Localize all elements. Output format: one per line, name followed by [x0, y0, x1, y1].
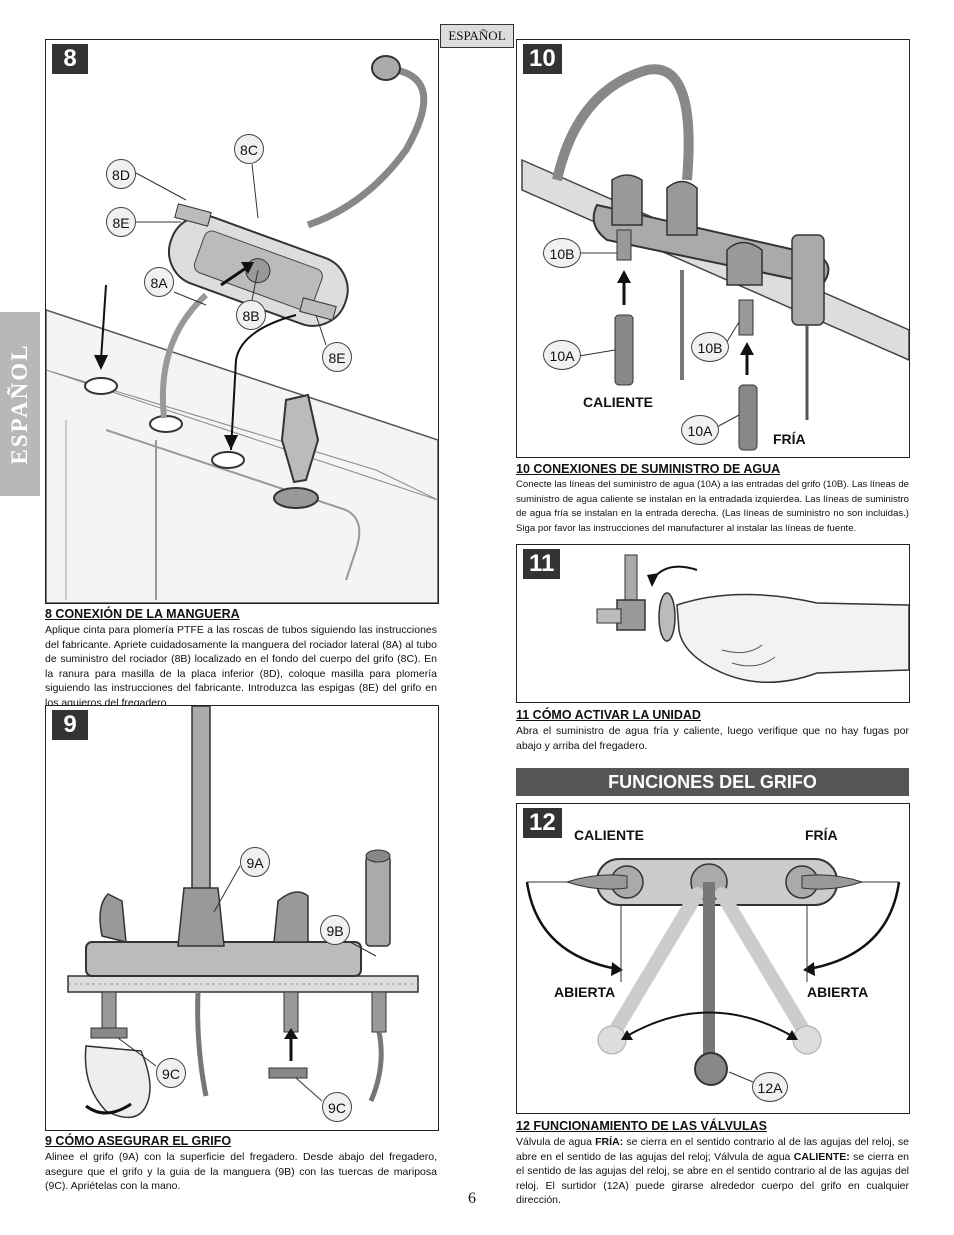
step-12-body-hot-label: CALIENTE:	[793, 1150, 850, 1163]
label-cold: FRÍA	[805, 827, 838, 843]
step-12-body-cold-label: FRÍA:	[595, 1136, 624, 1148]
step-12-badge: 12	[523, 808, 562, 838]
callout-9c-right: 9C	[322, 1092, 352, 1122]
step-8-body: Aplique cinta para plomería PTFE a las r…	[45, 624, 437, 709]
step-10-title: 10 CONEXIONES DE SUMINISTRO DE AGUA	[516, 462, 781, 476]
hose-connection-illustration	[46, 55, 438, 603]
page-number: 6	[468, 1190, 476, 1207]
water-supply-illustration	[521, 64, 909, 451]
step-8-title: 8 CONEXIÓN DE LA MANGUERA	[45, 607, 240, 621]
panel-step-8: 8 8C 8D 8E 8A 8B 8E	[45, 39, 439, 604]
label-cold: FRÍA	[773, 431, 806, 447]
label-open-left: ABIERTA	[554, 984, 616, 1000]
step-12-body-part-3: se cierra en el sentido de las agujas de…	[516, 1150, 909, 1207]
callout-8a: 8A	[144, 267, 174, 297]
callout-10b-left: 10B	[543, 238, 581, 268]
callout-8c: 8C	[234, 134, 264, 164]
callout-10a-left: 10A	[543, 340, 581, 370]
step-12-body-part-2: se cierra en el sentido contrario al de …	[516, 1136, 909, 1163]
step-9-badge: 9	[52, 710, 88, 740]
step-11-badge: 11	[523, 549, 561, 579]
label-hot: CALIENTE	[583, 394, 653, 410]
callout-8e-bottom: 8E	[322, 342, 352, 372]
callout-9a: 9A	[240, 847, 270, 877]
callout-9c-left: 9C	[156, 1058, 186, 1088]
callout-8d: 8D	[106, 159, 136, 189]
callout-9b: 9B	[320, 915, 350, 945]
panel-step-12: 12 CALIENTE FRÍA ABIERTA ABIERTA 12A	[516, 803, 910, 1114]
callout-10b-right: 10B	[691, 332, 729, 362]
callout-8b: 8B	[236, 300, 266, 330]
panel-step-9: 9 9A 9B 9C 9C	[45, 705, 439, 1131]
language-tag: ESPAÑOL	[440, 24, 514, 48]
callout-8e-top: 8E	[106, 207, 136, 237]
step-10-badge: 10	[523, 44, 562, 74]
step-12-body: Válvula de agua FRÍA: se cierra en el se…	[516, 1135, 909, 1208]
secure-faucet-illustration	[67, 706, 419, 1119]
step-12-body-part-1: Válvula de agua	[516, 1136, 596, 1148]
panel-step-10: 10 10B 10A 10B 10A CALIENTE FRÍA	[516, 39, 910, 458]
label-hot: CALIENTE	[574, 827, 644, 843]
step-11-body: Abra el suministro de agua fría y calien…	[516, 725, 909, 752]
activate-unit-illustration	[596, 554, 909, 684]
step-9-title: 9 CÓMO ASEGURAR EL GRIFO	[45, 1134, 232, 1148]
step-10-body: Conecte las líneas del suministro de agu…	[516, 479, 909, 534]
step-8-badge: 8	[52, 44, 88, 74]
side-tab-text: ESPAÑOL	[7, 343, 32, 465]
step-11-title: 11 CÓMO ACTIVAR LA UNIDAD	[516, 708, 701, 722]
side-language-tab: ESPAÑOL	[0, 312, 40, 496]
valve-operation-illustration	[525, 858, 901, 1086]
panel-step-11: 11	[516, 544, 910, 703]
step-12-title: 12 FUNCIONAMIENTO DE LAS VÁLVULAS	[516, 1119, 767, 1133]
step-9-body: Alinee el grifo (9A) con la superficie d…	[45, 1151, 437, 1193]
functions-banner: FUNCIONES DEL GRIFO	[516, 768, 909, 796]
callout-10a-right: 10A	[681, 415, 719, 445]
label-open-right: ABIERTA	[807, 984, 869, 1000]
callout-12a: 12A	[752, 1072, 788, 1102]
